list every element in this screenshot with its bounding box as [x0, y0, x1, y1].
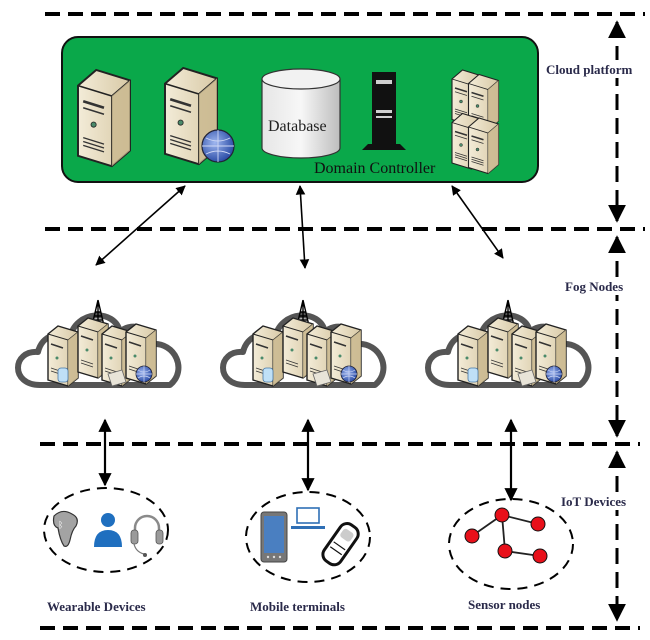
sensor-node: [494, 507, 510, 523]
layer-label-fog: Fog Nodes: [565, 279, 623, 294]
sensor-node: [497, 543, 513, 559]
iot-group-label: Sensor nodes: [468, 597, 540, 612]
layer-label-cloud: Cloud platform: [546, 62, 632, 77]
sensor-node: [464, 528, 480, 544]
laptop-icon: [291, 507, 325, 529]
layer-label-iot: IoT Devices: [561, 494, 626, 509]
bluetooth-headset-icon: ᛒ: [52, 510, 78, 547]
smartphone-icon: [260, 511, 288, 563]
fog-node-1: [18, 300, 178, 386]
database-icon: Database: [261, 68, 341, 159]
link-cloud-fog-1: [95, 185, 186, 266]
iot-group-mobile: Mobile terminals: [245, 491, 371, 614]
sensor-node: [532, 548, 548, 564]
server-cluster-icon: [451, 69, 500, 175]
cloud-platform: Database Domain Controller: [61, 36, 539, 183]
group-boundary: [43, 487, 169, 573]
domain-controller-label: Domain Controller: [314, 160, 436, 177]
iot-group-sensors: Sensor nodes: [448, 498, 574, 612]
link-cloud-fog-3: [451, 185, 504, 259]
sensor-network-icon: [464, 507, 548, 564]
group-boundary: [448, 498, 574, 590]
server-icon: [76, 68, 132, 168]
iot-group-label: Wearable Devices: [47, 599, 146, 614]
flip-phone-icon: [321, 522, 360, 567]
iot-group-label: Mobile terminals: [250, 599, 345, 614]
fog-iot-links: [98, 418, 518, 502]
link-cloud-fog-2: [295, 185, 310, 269]
sensor-node: [530, 516, 546, 532]
iot-group-wearable: ᛒ Wearable Devices: [43, 487, 169, 614]
database-label: Database: [268, 118, 327, 135]
user-icon: [94, 513, 122, 547]
fog-node-3: [428, 300, 588, 386]
cloud-fog-links: [95, 185, 504, 269]
group-boundary: [245, 491, 371, 583]
web-server-icon: [163, 66, 235, 166]
fog-node-2: [223, 300, 383, 386]
domain-controller-icon: [362, 72, 406, 150]
svg-text:ᛒ: ᛒ: [58, 520, 63, 531]
headphones-icon: [130, 514, 164, 557]
